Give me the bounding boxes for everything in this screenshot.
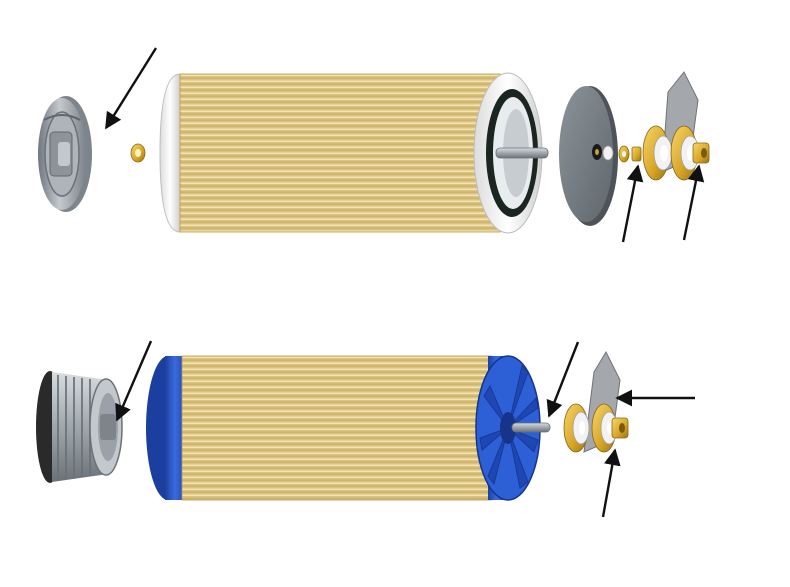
lower-filter-cartridge bbox=[181, 355, 493, 501]
arrow-upper-end-nut bbox=[682, 164, 705, 241]
arrow-upper-small-nut bbox=[621, 164, 644, 243]
upper-end-disc bbox=[559, 86, 618, 226]
upper-nut-small bbox=[631, 146, 642, 162]
lower-assembly bbox=[36, 350, 629, 501]
callout-arrows bbox=[104, 47, 705, 518]
lower-washer-1 bbox=[563, 403, 590, 453]
lower-end-nut bbox=[611, 417, 629, 439]
arrow-lower-end-cap bbox=[115, 340, 153, 422]
upper-washer-small bbox=[618, 145, 630, 163]
arrow-lower-center-rod bbox=[546, 341, 580, 418]
lower-center-rod bbox=[511, 422, 551, 433]
upper-end-nut bbox=[692, 142, 710, 164]
upper-washer-1 bbox=[642, 125, 673, 181]
upper-left-nut bbox=[130, 143, 146, 163]
arrow-upper-end-cap bbox=[104, 47, 158, 130]
upper-filter-cartridge bbox=[159, 72, 543, 234]
upper-assembly bbox=[38, 71, 710, 234]
lower-blue-cap-right bbox=[475, 355, 541, 501]
lower-blue-cap-left bbox=[146, 356, 190, 500]
upper-end-cap bbox=[38, 96, 92, 212]
upper-center-rod bbox=[495, 147, 549, 159]
lower-threaded-end-cap bbox=[36, 371, 123, 483]
arrow-lower-washer bbox=[601, 448, 621, 518]
